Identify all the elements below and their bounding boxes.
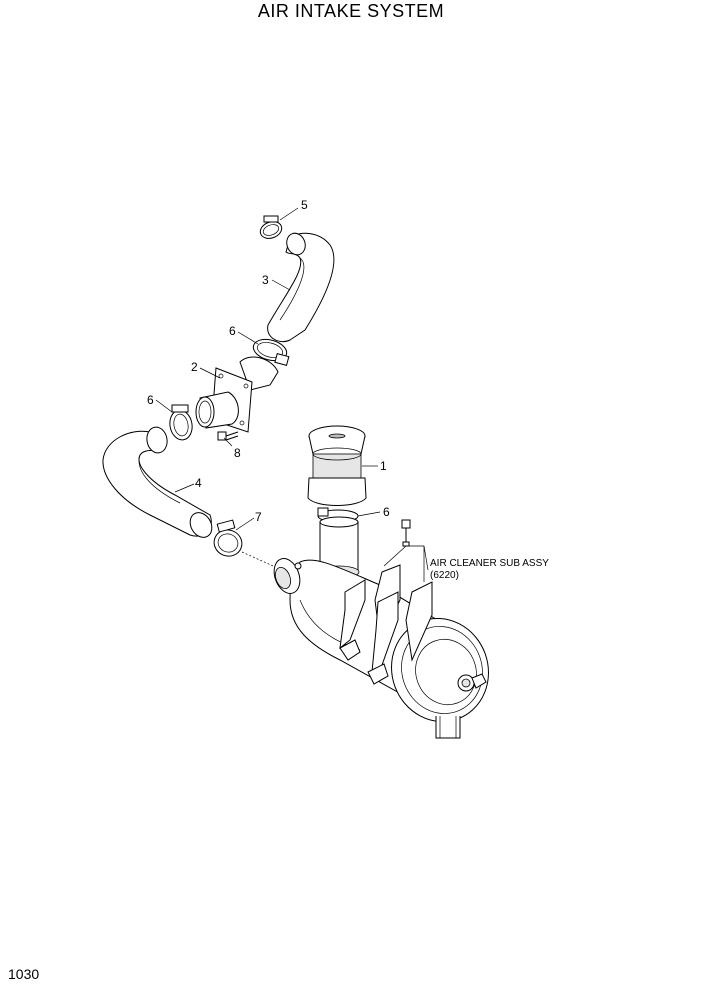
callout-8: 8	[234, 446, 241, 460]
callout-6-upper: 6	[229, 324, 236, 338]
callout-5: 5	[301, 198, 308, 212]
hose-clamp-5[interactable]	[258, 215, 284, 241]
precleaner-1[interactable]	[307, 425, 367, 506]
callout-1: 1	[380, 459, 387, 473]
flange-adapter-2[interactable]	[195, 356, 279, 433]
hose-4[interactable]	[102, 425, 216, 541]
bracket-bolt[interactable]	[401, 519, 411, 547]
page-title: AIR INTAKE SYSTEM	[257, 1, 445, 21]
hose-clamp-6-upper[interactable]	[251, 336, 290, 366]
callout-6-right: 6	[383, 505, 390, 519]
sub-assy-name: AIR CLEANER SUB ASSY	[430, 558, 549, 569]
callout-7: 7	[255, 510, 262, 524]
sub-assy-reference-lines	[383, 545, 429, 582]
callout-2: 2	[191, 360, 198, 374]
bolt-8[interactable]	[217, 431, 239, 441]
callout-3: 3	[262, 273, 269, 287]
hose-clamp-7[interactable]	[210, 519, 245, 560]
callout-6-left: 6	[147, 393, 154, 407]
mounting-bracket-right[interactable]	[367, 581, 433, 685]
sub-assy-code: (6220)	[430, 570, 459, 581]
hose-3[interactable]	[267, 231, 335, 343]
page-number: 1030	[8, 966, 40, 982]
callout-4: 4	[195, 476, 202, 490]
hose-clamp-6-left[interactable]	[168, 404, 195, 442]
leader-lines	[155, 207, 381, 531]
